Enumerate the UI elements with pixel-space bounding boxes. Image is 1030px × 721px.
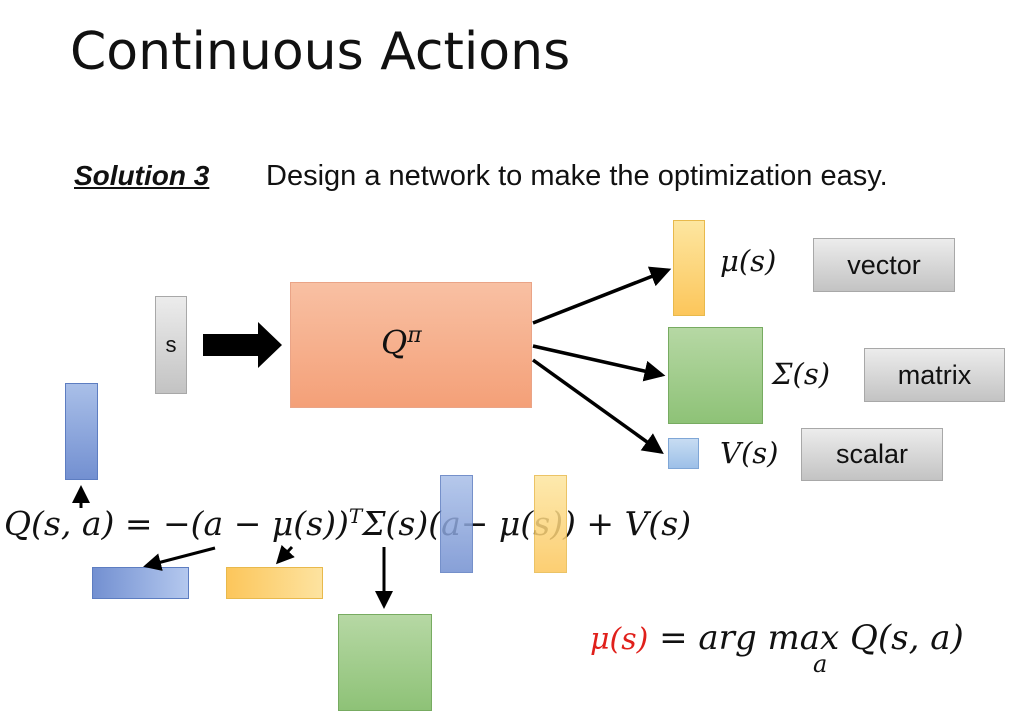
matrix-type-box: matrix <box>864 348 1005 402</box>
q-network-label: Qπ <box>381 323 422 362</box>
arrow-mu-row <box>275 544 295 565</box>
sigma-matrix-box <box>338 614 432 711</box>
mu-symbol: μ(s) <box>720 244 777 278</box>
v-output-box <box>668 438 699 469</box>
argmax-subscript: a <box>813 650 828 678</box>
arrow-to-sigma <box>532 344 666 382</box>
q-equation: Q(s, a) = −(a − μ(s))TΣ(s)(a− μ(s)) + V(… <box>4 504 691 543</box>
arrow-a-row <box>143 546 216 571</box>
q-equation-sigma: Σ(s)( <box>362 504 442 543</box>
arrow-to-mu <box>532 266 672 325</box>
vector-type-box: vector <box>813 238 955 292</box>
mu-output-box <box>673 220 705 316</box>
matrix-type-label: matrix <box>897 359 972 390</box>
v-symbol: V(s) <box>720 436 779 470</box>
scalar-type-label: scalar <box>835 439 909 469</box>
argmax-rhs: = arg max Q(s, a) <box>648 618 964 658</box>
argmax-equation: μ(s) = arg max Q(s, a) <box>590 618 964 658</box>
mu-column-vector <box>534 475 567 573</box>
a-column-vector <box>440 475 473 573</box>
scalar-type-box: scalar <box>801 428 943 481</box>
q-equation-transpose: T <box>348 504 363 528</box>
argmax-mu: μ(s) <box>590 622 649 657</box>
solution-description: Design a network to make the optimizatio… <box>266 160 888 192</box>
slide-title: Continuous Actions <box>70 22 571 82</box>
q-network-superscript: π <box>407 323 422 348</box>
sigma-symbol: Σ(s) <box>772 357 831 391</box>
a-row-vector <box>92 567 189 599</box>
mu-row-vector <box>226 567 323 599</box>
solution-label: Solution 3 <box>74 160 210 191</box>
q-equation-lhs: Q(s, a) = −(a − μ(s)) <box>4 504 349 543</box>
input-arrow <box>203 322 282 368</box>
q-equation-end: )) + V(s) <box>550 504 692 543</box>
arrow-to-v <box>531 358 664 455</box>
input-s-label: s <box>165 332 177 357</box>
q-network-box: Qπ <box>290 282 532 408</box>
vector-type-label: vector <box>847 249 921 280</box>
sigma-output-box <box>668 327 763 424</box>
q-value-bar <box>65 383 98 480</box>
input-s-box: s <box>155 296 187 394</box>
